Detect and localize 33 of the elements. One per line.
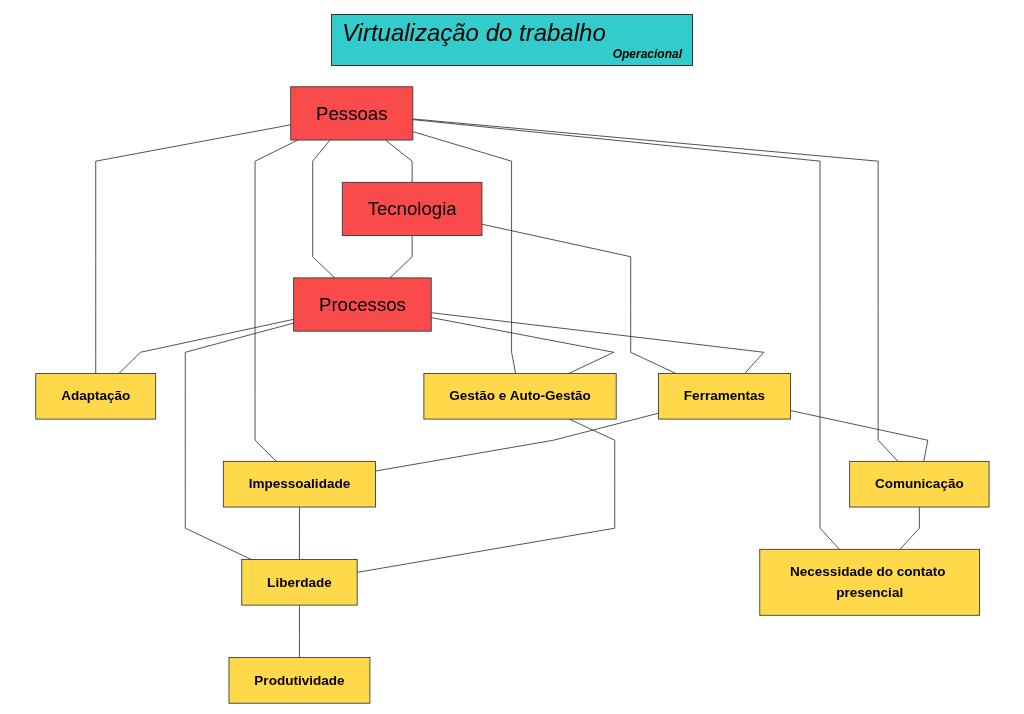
- node-box: Produtividade: [228, 657, 370, 704]
- node-box: Impessoalidade: [222, 460, 376, 508]
- connector: [389, 235, 413, 279]
- node-box: Gestão e Auto-Gestão: [423, 373, 617, 420]
- connector: [374, 412, 659, 472]
- title-text: Virtualização do trabalho: [342, 19, 607, 47]
- subtitle-text: Operacional: [611, 47, 682, 61]
- node-box: Liberdade: [240, 559, 358, 606]
- connector: [356, 418, 615, 573]
- connector: [411, 131, 516, 374]
- connector: [430, 317, 614, 374]
- node-box: Tecnologia: [341, 181, 482, 236]
- connector: [411, 118, 898, 462]
- node-box: Comunicação: [848, 460, 990, 508]
- connector: [298, 604, 300, 658]
- connector: [384, 139, 413, 183]
- node-box: Ferramentas: [657, 373, 791, 420]
- connector: [298, 506, 300, 560]
- connector: [430, 312, 764, 374]
- node-box: Necessidade do contato presencial: [758, 548, 980, 616]
- connector: [481, 223, 676, 374]
- connector: [789, 410, 928, 462]
- node-box: Adaptação: [34, 373, 156, 420]
- node-box: Pessoas: [289, 86, 413, 141]
- title-box: [331, 14, 693, 66]
- node-box: Processos: [292, 277, 432, 332]
- connector: [94, 124, 291, 374]
- connector: [254, 139, 298, 462]
- connector: [118, 318, 294, 374]
- connector: [899, 506, 920, 550]
- connector: [311, 139, 335, 279]
- connector: [411, 119, 840, 550]
- connector: [184, 322, 294, 560]
